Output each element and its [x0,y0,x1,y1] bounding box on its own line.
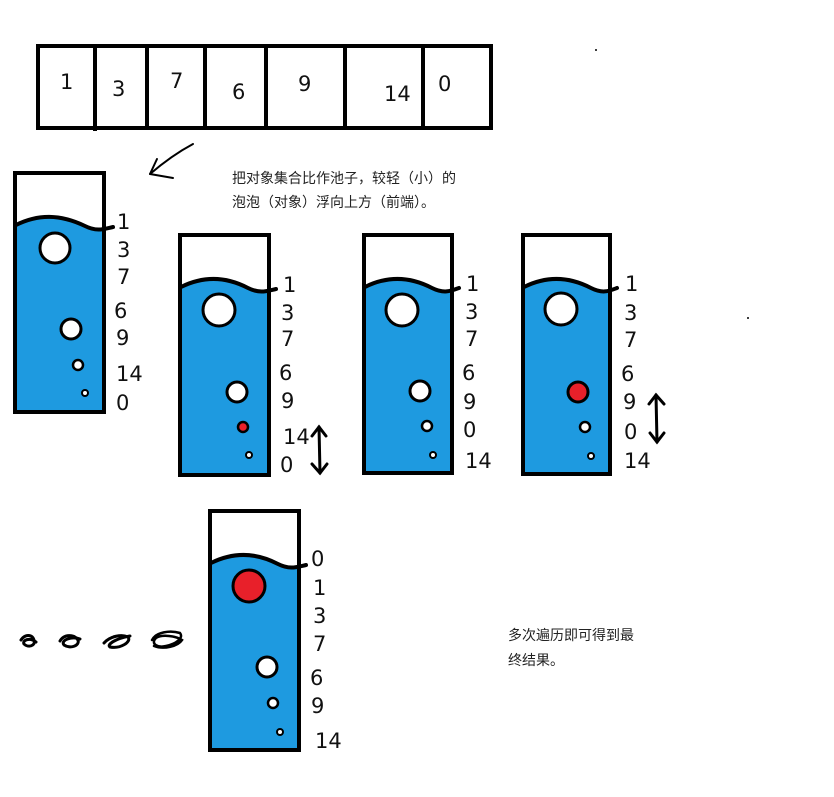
pool-container: 1 3 7 6 9 14 0 [178,233,329,477]
array-cell: 1 [60,70,73,94]
stray-dot [595,49,597,51]
container-frame [208,509,301,752]
number-array: 1 3 7 6 9 14 0 [36,44,493,131]
bubble [81,389,89,397]
bubble-label: 6 [279,361,292,385]
bubble-label: 14 [624,449,651,473]
bubble-highlighted [236,420,250,434]
note-bottom: 多次遍历即可得到最 终结果。 [508,627,634,669]
pointer-arrow [149,143,194,179]
bubble-label: 1 [117,210,130,234]
swap-arrow-icon [647,392,666,445]
bubble [255,655,279,679]
bubble [543,291,579,327]
container-frame [178,233,271,477]
bubble-label: 7 [465,327,478,351]
bubble [429,451,437,459]
bubble-label: 7 [313,632,326,656]
bubble-label: 6 [462,361,475,385]
scribble [102,634,132,649]
bubble-label: 1 [625,272,638,296]
bubble-label: 7 [117,265,130,289]
bubble-label: 14 [283,425,310,449]
bubble-label: 9 [281,389,294,413]
pool-container: 1 3 7 6 9 0 14 [362,233,492,475]
water-surface [14,214,115,232]
water-surface [179,276,278,294]
note-top-line-1: 把对象集合比作池子，较轻（小）的 [232,170,456,187]
pool-container: 0 1 3 7 6 9 14 [208,509,342,753]
bubble-label: 14 [116,362,143,386]
bubble-label: 3 [281,301,294,325]
bubble-highlighted [231,568,267,604]
bubble-label: 14 [315,729,342,753]
bubble-label: 3 [313,604,326,628]
bubble [38,231,72,265]
bubble-label: 6 [310,666,323,690]
bubble-label: 6 [114,299,127,323]
bubble [276,728,284,736]
bubble [578,420,592,434]
container-frame [521,233,612,476]
bubble-label: 0 [116,391,129,415]
bubble [59,317,83,341]
array-cell: 9 [298,72,311,96]
bubble [420,419,434,433]
bubble-label: 9 [116,326,129,350]
bubble [266,696,280,710]
stray-dot [747,317,749,319]
container-frame [362,233,454,475]
water-surface [522,276,619,294]
bubble-label: 6 [621,362,634,386]
array-cell: 3 [112,77,125,101]
bubble-label: 3 [465,300,478,324]
pool-container: 1 3 7 6 9 14 0 [13,171,143,415]
bubble [225,380,249,404]
bubble-label: 9 [463,390,476,414]
bubble-label: 14 [465,449,492,473]
bubble-highlighted [566,380,590,404]
bubble-label: 9 [623,390,636,414]
bubble [245,451,253,459]
scribble [58,634,82,649]
swap-arrow-icon [310,424,329,476]
bubble-label: 7 [281,327,294,351]
pool-container: 1 3 7 6 9 0 14 [521,233,666,476]
bubble-label: 0 [311,547,324,571]
container-frame [13,171,106,414]
bubble [587,452,595,460]
bubble-label: 0 [624,420,637,444]
bubble [71,358,85,372]
bubble [408,379,432,403]
scribble-doodles [19,630,184,649]
note-top-line-2: 泡泡（对象）浮向上方（前端）。 [232,194,435,211]
scribble [19,634,38,648]
bubble-label: 1 [313,576,326,600]
bubble-label: 3 [117,238,130,262]
bubble-label: 0 [463,418,476,442]
note-bottom-line-2: 终结果。 [508,653,564,669]
water-surface [363,276,461,294]
bubble-label: 3 [624,301,637,325]
array-cell: 6 [232,80,245,104]
array-cell: 14 [384,82,411,106]
bubble-label: 9 [311,694,324,718]
water-surface [209,552,308,570]
bubble-label: 1 [466,272,479,296]
bubble [201,292,237,328]
bubble-label: 1 [283,273,296,297]
note-top: 把对象集合比作池子，较轻（小）的 泡泡（对象）浮向上方（前端）。 [232,170,456,211]
scribble [150,630,184,649]
note-bottom-line-1: 多次遍历即可得到最 [508,627,634,644]
bubble-label: 0 [280,453,293,477]
array-cell: 7 [170,69,183,93]
bubble [384,292,420,328]
bubble-label: 7 [624,328,637,352]
array-cell: 0 [438,72,451,96]
